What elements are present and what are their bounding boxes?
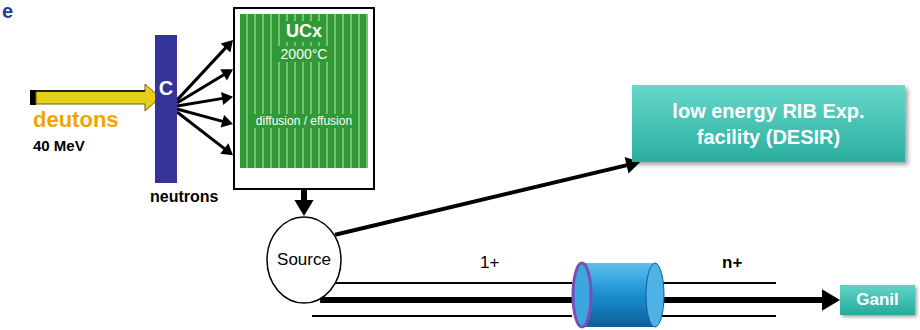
connector-arrow <box>177 112 233 155</box>
node-text: 2000°C <box>278 46 331 62</box>
arrow-head <box>220 69 233 80</box>
target-bar: C <box>155 35 177 183</box>
charge-state: 1+ <box>480 254 499 273</box>
arrow-head <box>220 143 233 155</box>
energy-label: 40 MeV <box>33 138 85 155</box>
arrow-head <box>221 115 233 128</box>
node-text: low energy RIB Exp. facility (DESIR) <box>642 98 895 150</box>
node-text: Ganil <box>856 290 899 310</box>
charge-state: n+ <box>722 254 742 273</box>
node-text: Source <box>277 250 331 270</box>
facility-box: Ganil <box>840 285 915 315</box>
ion-source: Source <box>266 216 342 304</box>
ucx-target-box: UCx 2000°C diffusion / effusion <box>233 7 375 190</box>
connector-line <box>177 112 226 150</box>
node-text: diffusion / effusion <box>253 114 355 128</box>
deuteron-beam-arrow <box>30 84 160 111</box>
connector-line <box>177 98 224 106</box>
charge-breeder-cylinder <box>573 263 664 327</box>
connector-arrow <box>335 157 640 235</box>
connector-arrow <box>177 40 233 100</box>
facility-box: low energy RIB Exp. facility (DESIR) <box>632 85 905 162</box>
connector-arrow <box>294 190 313 216</box>
source-ellipse <box>267 217 341 303</box>
beam-pipe <box>312 283 776 316</box>
connector-line <box>335 165 629 235</box>
connector-line <box>177 109 225 122</box>
connector-line <box>177 46 227 100</box>
connector-arrow <box>177 92 233 106</box>
particle-label: deutons <box>33 108 119 132</box>
arrow-head <box>822 289 840 311</box>
arrow-head <box>221 92 233 105</box>
title-fragment: e <box>2 0 13 22</box>
arrow-head <box>294 200 313 216</box>
arrow-head <box>221 40 233 53</box>
node-text: UCx <box>283 21 325 42</box>
node-text: C <box>159 77 173 100</box>
particle-label: neutrons <box>150 188 218 206</box>
